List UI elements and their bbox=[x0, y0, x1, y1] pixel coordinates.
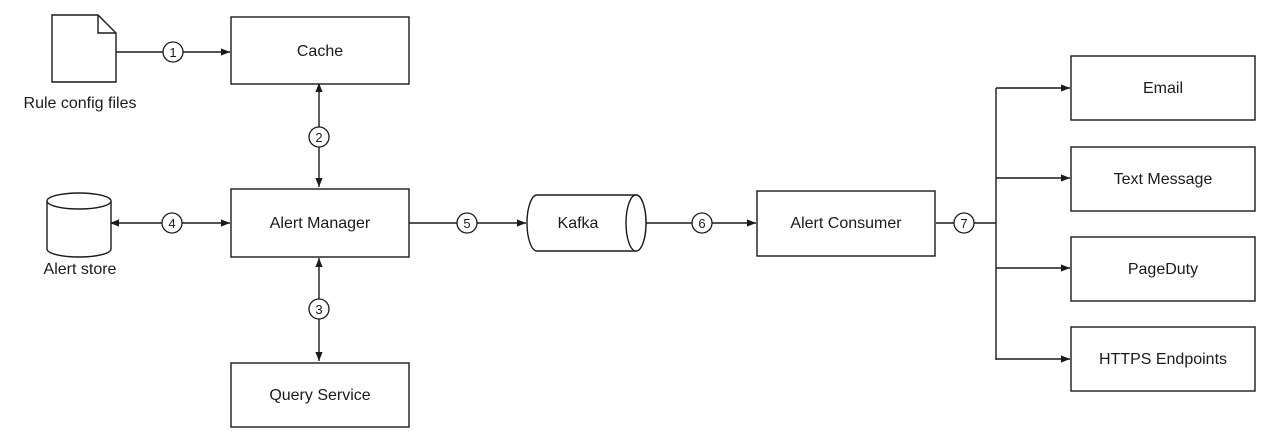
kafka-label: Kafka bbox=[558, 215, 599, 232]
svg-text:2: 2 bbox=[315, 130, 322, 145]
alert-consumer-label: Alert Consumer bbox=[790, 215, 902, 232]
step-badge-2: 2 bbox=[308, 126, 330, 148]
svg-text:6: 6 bbox=[698, 216, 705, 231]
step-badge-4: 4 bbox=[161, 212, 183, 234]
svg-text:4: 4 bbox=[168, 216, 175, 231]
query-service-label: Query Service bbox=[269, 387, 370, 404]
kafka-node: Kafka bbox=[526, 194, 647, 252]
alert-manager-box: Alert Manager bbox=[230, 188, 410, 258]
svg-text:7: 7 bbox=[960, 216, 967, 231]
https-endpoints-box: HTTPS Endpoints bbox=[1070, 326, 1256, 392]
step-badge-6: 6 bbox=[691, 212, 713, 234]
query-service-box: Query Service bbox=[230, 362, 410, 428]
pagerduty-box: PageDuty bbox=[1070, 236, 1256, 302]
step-badge-1: 1 bbox=[162, 41, 184, 63]
alert-consumer-box: Alert Consumer bbox=[756, 190, 936, 257]
database-icon-top bbox=[46, 192, 112, 210]
text-message-label: Text Message bbox=[1114, 171, 1213, 188]
cache-label: Cache bbox=[297, 43, 343, 60]
pagerduty-label: PageDuty bbox=[1128, 261, 1198, 278]
step-badge-3: 3 bbox=[308, 298, 330, 320]
email-label: Email bbox=[1143, 80, 1183, 97]
document-fold bbox=[97, 15, 116, 34]
svg-text:3: 3 bbox=[315, 302, 322, 317]
cache-box: Cache bbox=[230, 16, 410, 85]
https-endpoints-label: HTTPS Endpoints bbox=[1099, 351, 1227, 368]
kafka-cylinder-end bbox=[625, 194, 647, 252]
svg-text:5: 5 bbox=[463, 216, 470, 231]
email-box: Email bbox=[1070, 55, 1256, 121]
alert-store-node: Alert store bbox=[44, 192, 117, 278]
alert-manager-label: Alert Manager bbox=[270, 215, 371, 232]
step-badge-5: 5 bbox=[456, 212, 478, 234]
alert-store-caption: Alert store bbox=[44, 261, 117, 278]
step-badge-7: 7 bbox=[953, 212, 975, 234]
document-icon bbox=[51, 14, 117, 83]
rule-config-files-caption: Rule config files bbox=[24, 95, 137, 112]
text-message-box: Text Message bbox=[1070, 146, 1256, 212]
rule-config-files-node: Rule config files bbox=[24, 14, 137, 112]
svg-text:1: 1 bbox=[169, 45, 176, 60]
database-icon bbox=[46, 201, 112, 258]
